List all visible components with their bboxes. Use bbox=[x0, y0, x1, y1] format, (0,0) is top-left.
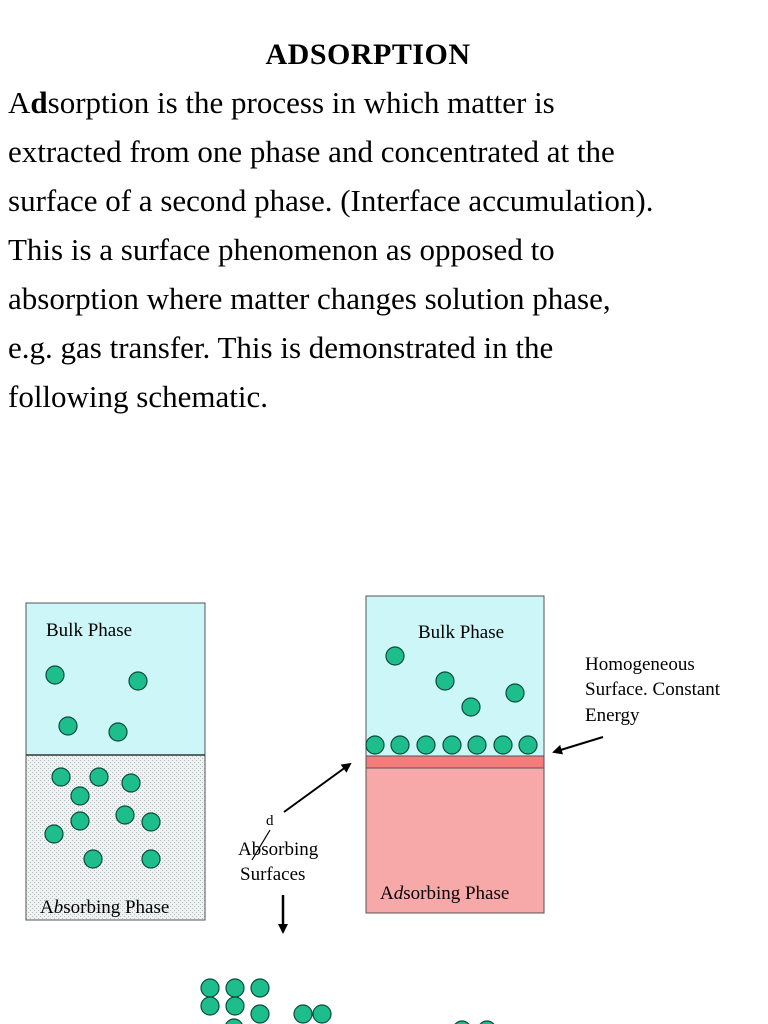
label-d-italic: d bbox=[393, 883, 404, 904]
right-bulk-phase bbox=[365, 595, 545, 757]
left-absorbing-phase-label: Absorbing Phase bbox=[40, 895, 169, 920]
homogeneous-label-line-2: Surface. Constant bbox=[585, 679, 721, 700]
bottom-molecules bbox=[200, 978, 495, 1024]
paragraph-line-2: extracted from one phase and concentrate… bbox=[8, 134, 615, 169]
left-molecules bbox=[44, 665, 161, 869]
right-molecules bbox=[365, 646, 538, 755]
paragraph-line-3: surface of a second phase. (Interface ac… bbox=[8, 183, 654, 218]
label-rest: sorbing Phase bbox=[403, 883, 510, 904]
label-rest: sorbing Phase bbox=[63, 897, 170, 918]
right-bulk-phase-label: Bulk Phase bbox=[418, 622, 505, 643]
label-b-italic: b bbox=[53, 897, 64, 918]
homogeneous-label-line-3: Energy bbox=[585, 705, 640, 726]
label-a: A bbox=[380, 883, 394, 904]
bold-letter: d bbox=[30, 85, 48, 120]
paragraph-line-6: e.g. gas transfer. This is demonstrated … bbox=[8, 330, 554, 365]
left-bulk-phase-label: Bulk Phase bbox=[46, 620, 133, 641]
page-title: ADSORPTION bbox=[265, 38, 471, 71]
first-line-rest: sorption is the process in which matter … bbox=[47, 85, 555, 120]
right-adsorbing-phase-label: Adsorbing Phase bbox=[380, 881, 509, 906]
label-a: A bbox=[40, 897, 54, 918]
paragraph-line-7: following schematic. bbox=[8, 379, 268, 414]
paragraph-line-4: This is a surface phenomenon as opposed … bbox=[8, 232, 555, 267]
correction-letter-d: d bbox=[266, 813, 274, 829]
absorbing-surfaces-label-line-2: Surfaces bbox=[240, 864, 306, 885]
body-paragraph: Adsorption is the process in which matte… bbox=[8, 78, 753, 421]
arrow-from-label bbox=[552, 736, 604, 755]
absorbing-surfaces-label-line-1: Absorbing bbox=[238, 839, 319, 860]
first-letter: A bbox=[8, 85, 31, 120]
arrow-to-surface bbox=[283, 762, 352, 813]
homogeneous-label-line-1: Homogeneous bbox=[585, 654, 695, 675]
paragraph-line-5: absorption where matter changes solution… bbox=[8, 281, 611, 316]
paragraph-line-1: Adsorption is the process in which matte… bbox=[8, 78, 753, 127]
right-adsorbing-phase bbox=[365, 767, 545, 914]
